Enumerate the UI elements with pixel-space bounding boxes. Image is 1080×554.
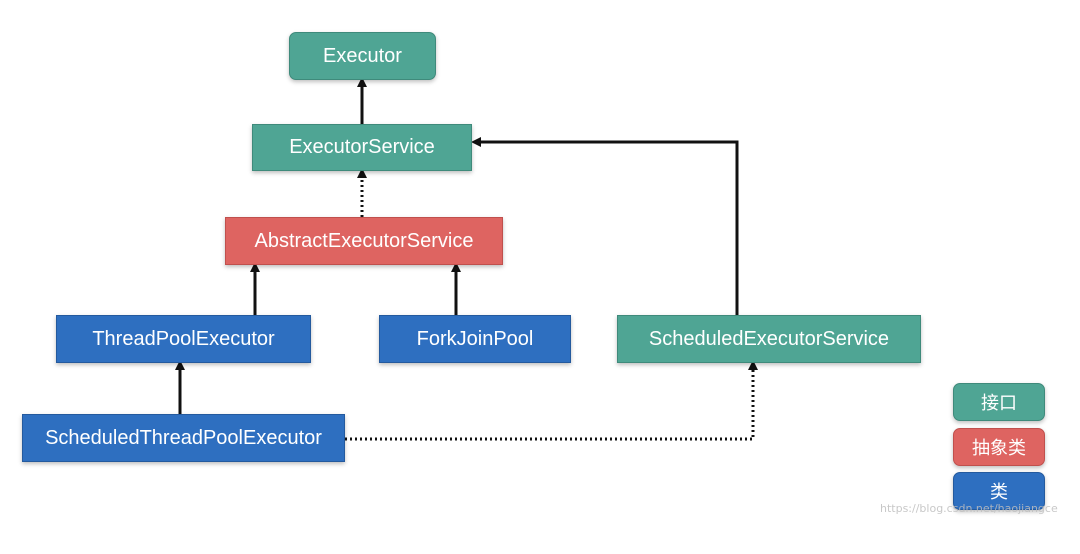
node-fork-join-pool-label: ForkJoinPool: [416, 327, 534, 350]
node-abstract-executor-service: AbstractExecutorService: [225, 217, 503, 265]
node-executor: Executor: [289, 32, 436, 80]
node-scheduled-executor-service-label: ScheduledExecutorService: [648, 327, 890, 350]
legend-abstract-class-label: 抽象类: [972, 438, 1026, 458]
node-abstract-executor-service-label: AbstractExecutorService: [254, 229, 474, 252]
node-executor-service: ExecutorService: [252, 124, 472, 171]
legend-class: 类: [953, 472, 1045, 510]
edge-stpe-to-ses: [345, 360, 758, 441]
edge-ses-to-executor-service: [471, 137, 739, 315]
node-scheduled-executor-service: ScheduledExecutorService: [617, 315, 921, 363]
legend-interface: 接口: [953, 383, 1045, 421]
node-thread-pool-executor-label: ThreadPoolExecutor: [92, 327, 275, 350]
legend-abstract-class: 抽象类: [953, 428, 1045, 466]
node-thread-pool-executor: ThreadPoolExecutor: [56, 315, 311, 363]
node-fork-join-pool: ForkJoinPool: [379, 315, 571, 363]
node-executor-label: Executor: [323, 44, 402, 67]
node-scheduled-thread-pool-executor: ScheduledThreadPoolExecutor: [22, 414, 345, 462]
node-executor-service-label: ExecutorService: [289, 136, 435, 158]
node-scheduled-thread-pool-executor-label: ScheduledThreadPoolExecutor: [45, 426, 322, 449]
watermark: https://blog.csdn.net/haojiangce: [880, 502, 1058, 515]
legend-interface-label: 接口: [981, 393, 1017, 413]
legend-class-label: 类: [990, 482, 1008, 502]
